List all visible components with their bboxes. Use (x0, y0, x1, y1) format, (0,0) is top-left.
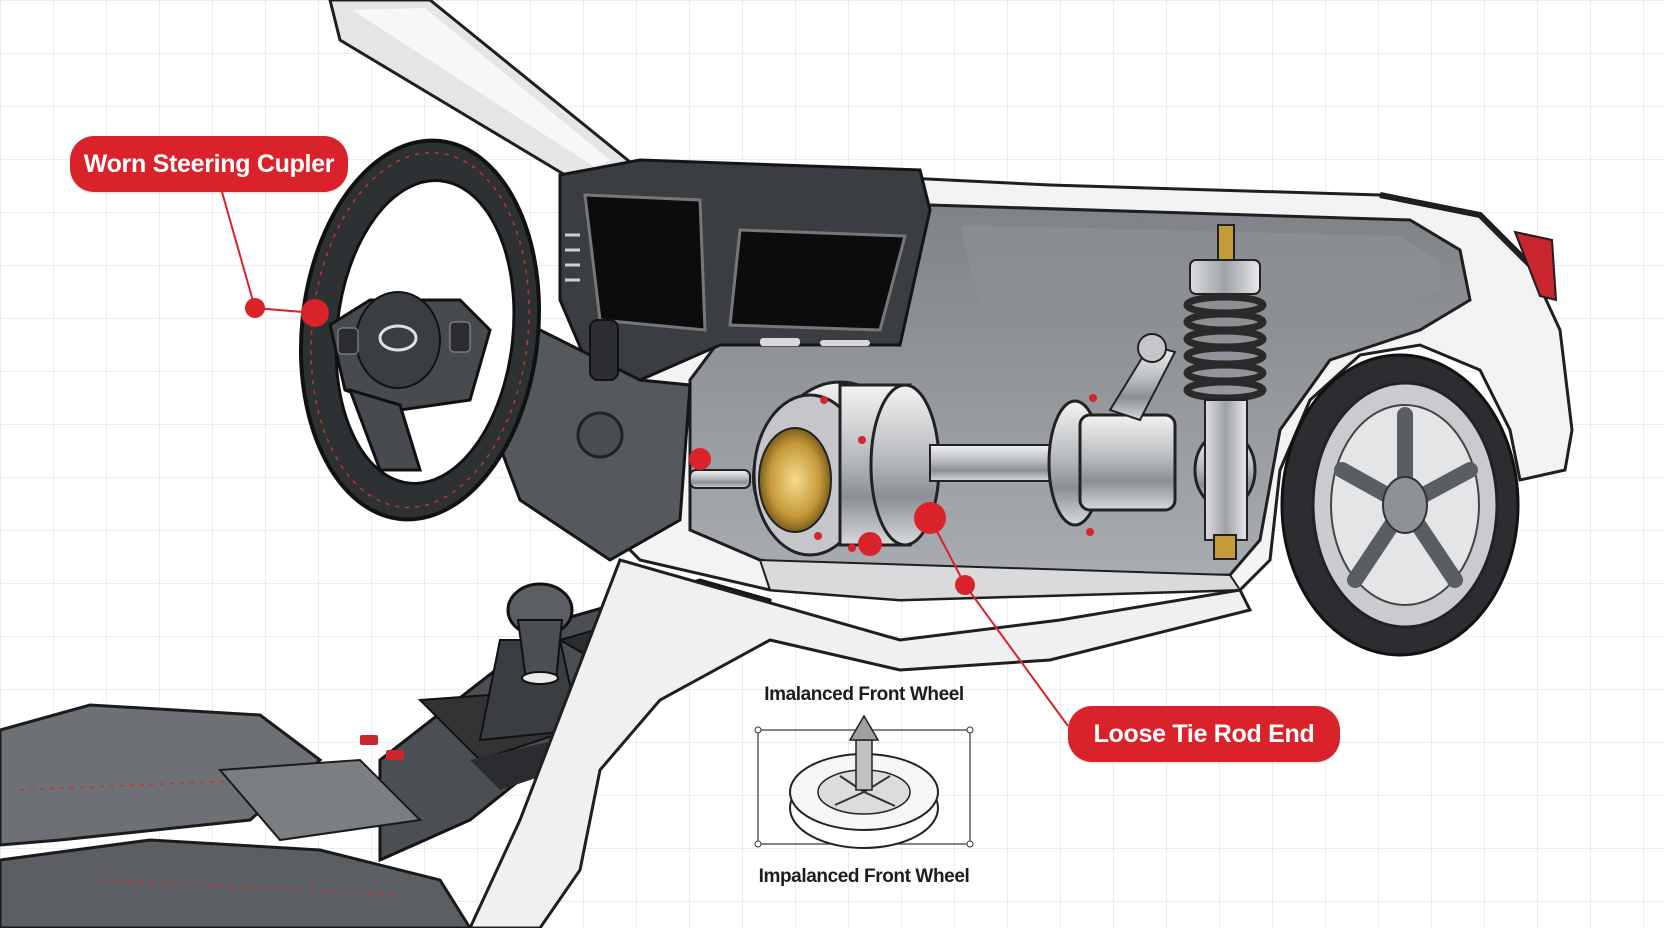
wheel-balance-inset (754, 714, 974, 849)
center-console (360, 558, 1253, 928)
dashboard (488, 158, 932, 562)
inset-caption-top: Imalanced Front Wheel (764, 684, 964, 705)
seats (0, 703, 472, 928)
inset-caption-bottom: Impalanced Front Wheel (758, 866, 970, 887)
rear-wheel (1280, 353, 1520, 657)
steering-wheel (298, 138, 542, 522)
callout-loose-tie-rod-end: Loose Tie Rod End (1068, 706, 1340, 762)
callout-worn-steering-coupler: Worn Steering Cupler (70, 136, 348, 192)
strut-assembly (1108, 224, 1267, 560)
callout-leaders (221, 191, 1069, 727)
